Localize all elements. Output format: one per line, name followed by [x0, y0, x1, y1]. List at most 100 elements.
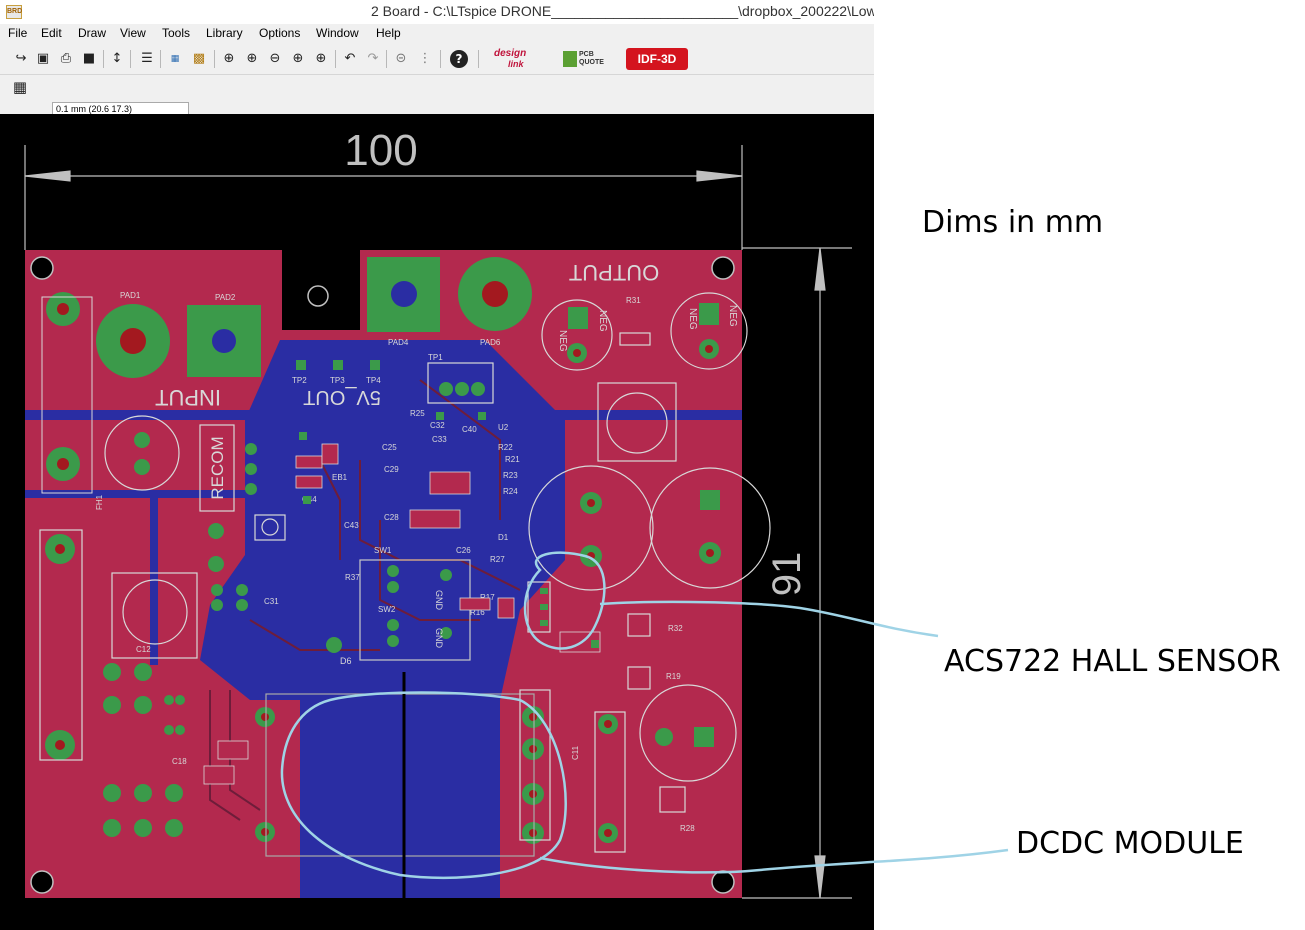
toolbar-separator [386, 50, 387, 68]
input-label: INPUT [155, 385, 221, 410]
gnd-label: GND [434, 628, 444, 649]
undo-icon[interactable]: ↶ [344, 51, 356, 66]
hall-sensor-annotation: ACS722 HALL SENSOR [944, 644, 1281, 679]
drill-holes [55, 303, 714, 837]
ref-label: C12 [136, 645, 151, 654]
dims-annotation: Dims in mm [922, 205, 1104, 240]
board-icon[interactable]: ▩ [192, 51, 206, 66]
toolbar-separator [335, 50, 336, 68]
menu-edit[interactable]: Edit [41, 26, 62, 40]
recom-label: RECOM [208, 436, 227, 499]
ref-label: R24 [503, 487, 518, 496]
ref-label: FH1 [95, 494, 104, 510]
menu-options[interactable]: Options [259, 26, 301, 40]
output-label: OUTPUT [569, 260, 659, 285]
ref-label: R23 [503, 471, 518, 480]
ref-label: SW1 [374, 546, 392, 555]
gnd-label: GND [434, 590, 444, 611]
menu-draw[interactable]: Draw [78, 26, 107, 40]
board-canvas[interactable]: INPUT OUTPUT 5V_OUT RECOM PAD1 PAD2 PAD4… [0, 114, 874, 930]
eagle-board-window: BRD 2 Board - C:\LTspice DRONE__________… [0, 0, 874, 930]
ref-label: C29 [384, 465, 399, 474]
component-pads [45, 292, 721, 844]
ref-label: R31 [626, 296, 641, 305]
five-v-out-label: 5V_OUT [303, 386, 381, 408]
silkscreen-text: INPUT OUTPUT 5V_OUT RECOM PAD1 PAD2 PAD4… [95, 260, 738, 833]
menu-tools[interactable]: Tools [162, 26, 191, 40]
idf3d-button[interactable]: IDF-3D [626, 48, 688, 70]
redo-icon[interactable]: ↷ [367, 51, 379, 66]
ref-label: R37 [345, 573, 360, 582]
ref-label: SW2 [378, 605, 396, 614]
ref-label: R21 [505, 455, 520, 464]
menu-file[interactable]: File [8, 26, 28, 40]
power-pads [96, 257, 532, 378]
ref-label: C33 [432, 435, 447, 444]
cam-icon[interactable]: ■ [82, 51, 96, 66]
ref-label: C40 [462, 425, 477, 434]
print-icon[interactable]: ⎙ [60, 51, 72, 66]
mounting-holes [30, 256, 735, 894]
pad4-label: PAD4 [388, 338, 409, 347]
pad1-label: PAD1 [120, 291, 141, 300]
neg-label: NEG [597, 310, 608, 332]
toolbar-separator [103, 50, 104, 68]
dimension-lines [24, 145, 852, 899]
schematic-icon[interactable]: ▦ [170, 54, 180, 64]
toolbar-separator [440, 50, 441, 68]
dcdc-module-highlight [280, 691, 567, 880]
coordinate-readout: 0.1 mm (20.6 17.3) [52, 102, 189, 115]
menu-window[interactable]: Window [316, 26, 359, 40]
zoom-out-icon[interactable]: ⊖ [269, 51, 281, 66]
ref-label: R22 [498, 443, 513, 452]
menu-view[interactable]: View [120, 26, 146, 40]
script-icon[interactable]: ↕ [111, 51, 123, 66]
ref-label: C26 [456, 546, 471, 555]
zoom-redraw-icon[interactable]: ⊕ [292, 51, 304, 66]
ref-label: R28 [680, 824, 695, 833]
ref-label: R17 [480, 593, 495, 602]
ref-label: R16 [470, 608, 485, 617]
ref-label: R19 [666, 672, 681, 681]
hall-sensor-highlight [523, 551, 606, 650]
ref-label: C18 [172, 757, 187, 766]
ref-label: C28 [384, 513, 399, 522]
zoom-in-icon[interactable]: ⊕ [246, 51, 258, 66]
tp3-label: TP3 [330, 376, 345, 385]
toolbar-separator [160, 50, 161, 68]
menu-bar: File Edit Draw View Tools Library Option… [0, 24, 874, 44]
ref-label: R32 [668, 624, 683, 633]
secondary-toolbar: ▦ [0, 75, 874, 100]
app-icon: BRD [6, 5, 22, 19]
neg-label: NEG [687, 308, 698, 330]
ref-label: R27 [490, 555, 505, 564]
help-icon[interactable]: ? [450, 50, 468, 68]
ref-label: C31 [264, 597, 279, 606]
pcb-drawing: INPUT OUTPUT 5V_OUT RECOM PAD1 PAD2 PAD4… [24, 126, 852, 899]
menu-help[interactable]: Help [376, 26, 401, 40]
tp1-label: TP1 [428, 353, 443, 362]
open-icon[interactable]: ↪ [15, 51, 27, 66]
window-title: 2 Board - C:\LTspice DRONE______________… [371, 3, 874, 19]
ulp-icon[interactable]: ☰ [141, 51, 153, 66]
coordinate-bar: 0.1 mm (20.6 17.3) [0, 100, 874, 115]
grid-icon[interactable]: ▦ [12, 78, 28, 96]
main-toolbar: ↪ ▣ ⎙ ■ ↕ ☰ ▦ ▩ ⊕ ⊕ ⊖ ⊕ ⊕ ↶ ↷ ⊝ ⋮ ? [0, 44, 874, 75]
zoom-select-icon[interactable]: ⊕ [315, 51, 327, 66]
menu-library[interactable]: Library [206, 26, 243, 40]
ref-label: D1 [498, 533, 509, 542]
go-icon[interactable]: ⋮ [418, 51, 432, 66]
height-dimension-label: 91 [765, 552, 809, 597]
toolbar-separator [214, 50, 215, 68]
stop-icon[interactable]: ⊝ [395, 51, 407, 66]
save-icon[interactable]: ▣ [36, 51, 50, 66]
title-bar: BRD 2 Board - C:\LTspice DRONE__________… [0, 0, 874, 24]
ref-label: C43 [344, 521, 359, 530]
width-dimension-label: 100 [344, 126, 417, 175]
neg-label: NEG [557, 330, 568, 352]
zoom-fit-icon[interactable]: ⊕ [223, 51, 235, 66]
pcb-quote-icon [563, 51, 577, 67]
ref-label: D6 [340, 656, 352, 666]
